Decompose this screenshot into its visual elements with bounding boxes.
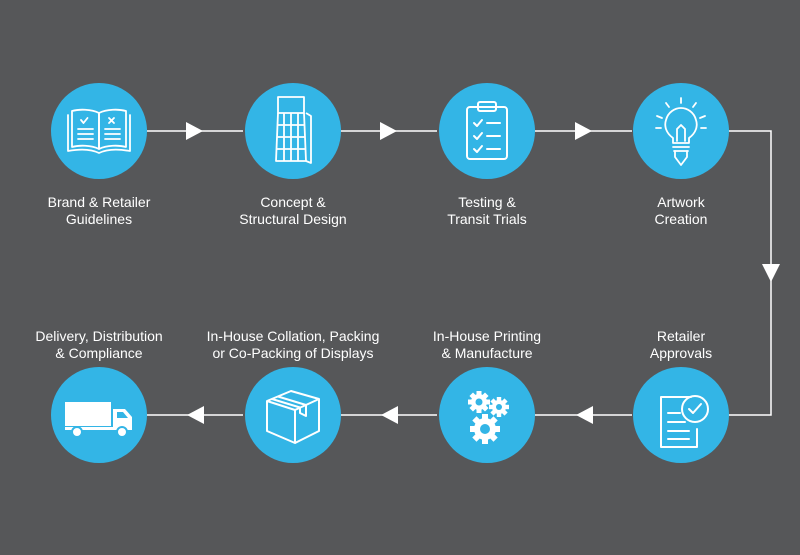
step-circle-printing (439, 367, 535, 463)
step-circle-approvals (633, 367, 729, 463)
clipboard-checklist-icon (466, 101, 508, 160)
box-icon (266, 390, 320, 444)
gears-icon (468, 391, 509, 444)
arrow-left-7 (187, 406, 204, 424)
step-label-printing: In-House Printing & Manufacture (432, 328, 542, 361)
arrow-right-3 (575, 122, 592, 140)
step-label-delivery: Delivery, Distribution & Compliance (35, 328, 163, 361)
step-label-approvals: Retailer Approvals (649, 328, 713, 361)
arrow-right-1 (186, 122, 203, 140)
step-circle-collation (245, 367, 341, 463)
document-check-icon (660, 395, 709, 448)
step-label-artwork: Artwork Creation (654, 194, 708, 227)
step-circle-concept (245, 83, 341, 179)
lightbulb-pencil-icon (655, 97, 707, 166)
step-circle-delivery (51, 367, 147, 463)
step-circle-artwork (633, 83, 729, 179)
step-label-collation: In-House Collation, Packing or Co-Packin… (206, 328, 380, 361)
connector-line-4-5 (728, 130, 772, 416)
open-book-checklist-icon (67, 108, 131, 154)
step-label-guidelines: Brand & Retailer Guidelines (47, 194, 151, 227)
delivery-truck-icon (65, 402, 132, 438)
arrow-left-6 (381, 406, 398, 424)
step-label-testing: Testing & Transit Trials (447, 194, 527, 227)
step-circle-testing (439, 83, 535, 179)
step-circle-guidelines (51, 83, 147, 179)
arrow-down-4 (762, 264, 780, 282)
display-stand-icon (275, 96, 312, 164)
step-label-concept: Concept & Structural Design (239, 194, 347, 227)
arrow-left-5 (576, 406, 593, 424)
arrow-right-2 (380, 122, 397, 140)
